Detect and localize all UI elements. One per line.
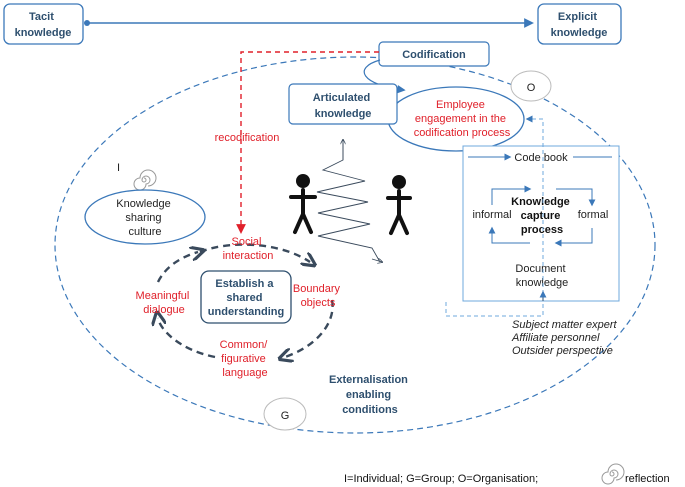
svg-text:Externalisation enabling: Externalisation enabling conditions xyxy=(329,374,411,416)
recodification-label: recodification xyxy=(215,132,280,144)
legend-reflection-label: reflection xyxy=(625,473,670,485)
center-line-1: Establish a xyxy=(215,278,274,290)
externalisation-line-3: conditions xyxy=(342,404,398,416)
externalisation-line-2: enabling xyxy=(346,389,391,401)
capture-feedback-link xyxy=(445,115,544,317)
codification-label: Codification xyxy=(402,49,466,61)
center-line-3: understanding xyxy=(208,306,284,318)
capture-line-2: capture xyxy=(521,210,561,222)
articulated-line-2: knowledge xyxy=(315,108,372,120)
center-line-2: shared xyxy=(226,292,262,304)
code-book-label: Code book xyxy=(514,152,568,164)
reflection-spiral-icon xyxy=(133,169,157,191)
boundary-line-2: objects xyxy=(301,297,336,309)
svg-text:Knowledge capture: Knowledge capture process xyxy=(511,196,573,236)
svg-text:Employee engagement in the: Employee engagement in the codification … xyxy=(414,99,511,139)
cycle-arrow-1 xyxy=(199,243,310,262)
tacit-knowledge-box: Tacit knowledge xyxy=(3,3,84,45)
recodification-arrow xyxy=(236,51,379,234)
svg-text:Establish a shared: Establish a shared understanding xyxy=(208,278,284,318)
dialogue-line-2: dialogue xyxy=(143,304,185,316)
knowledge-capture-panel: Code book informal formal Knowledge capt… xyxy=(462,145,620,302)
level-g: G xyxy=(281,410,290,422)
svg-text:Meaningful dialogue: Meaningful dialogue xyxy=(136,290,193,316)
svg-text:Common/ figurative lan: Common/ figurative language xyxy=(220,339,271,379)
person-figure-right xyxy=(386,175,412,235)
tacit-line-2: knowledge xyxy=(15,27,72,39)
svg-text:Explicit knowledge: Explicit knowledge xyxy=(551,11,608,39)
svg-text:Subject matter expert Affi: Subject matter expert Affiliate personne… xyxy=(511,319,620,357)
svg-text:Social interaction: Social interaction xyxy=(223,236,274,262)
social-line-2: interaction xyxy=(223,250,274,262)
employee-line-2: engagement in the xyxy=(415,113,506,125)
common-line-3: language xyxy=(222,367,267,379)
employee-line-1: Employee xyxy=(436,99,485,111)
cycle-arrow-2 xyxy=(285,299,334,357)
tacit-line-1: Tacit xyxy=(29,11,54,23)
organisation-boundary xyxy=(54,56,656,434)
capture-line-1: Knowledge xyxy=(511,196,570,208)
group-level-marker: G xyxy=(263,397,307,431)
explicit-knowledge-box: Explicit knowledge xyxy=(537,3,622,45)
document-line-2: knowledge xyxy=(516,277,569,289)
legend-reflection-icon xyxy=(601,463,625,485)
explicit-line-1: Explicit xyxy=(558,11,597,23)
legend-text: I=Individual; G=Group; O=Organisation; xyxy=(344,473,538,485)
shared-understanding-box: Establish a shared understanding xyxy=(200,270,292,324)
capture-line-3: process xyxy=(521,224,563,236)
externalisation-line-1: Externalisation xyxy=(329,374,408,386)
culture-line-2: sharing xyxy=(125,212,161,224)
employee-line-3: codification process xyxy=(414,127,511,139)
person-figure-left xyxy=(289,174,317,234)
zigzag-out-arrow xyxy=(371,259,382,262)
codification-box: Codification xyxy=(378,41,490,67)
svg-text:Articulated knowledge: Articulated knowledge xyxy=(313,92,374,120)
informal-label: informal xyxy=(472,209,511,221)
svg-text:Knowledge sharing cult: Knowledge sharing culture xyxy=(116,198,174,238)
svg-text:Document knowledge: Document knowledge xyxy=(515,263,568,289)
document-line-1: Document xyxy=(515,263,565,275)
role-3: Outsider perspective xyxy=(512,345,613,357)
culture-line-3: culture xyxy=(128,226,161,238)
social-line-1: Social xyxy=(231,236,261,248)
articulated-line-1: Articulated xyxy=(313,92,370,104)
knowledge-spiral-zigzag xyxy=(316,143,381,263)
boundary-line-1: Boundary xyxy=(293,283,341,295)
axis-start-dot xyxy=(84,20,90,26)
organisation-level-marker: O xyxy=(510,70,552,102)
svg-text:Tacit knowledge: Tacit knowledge xyxy=(15,11,72,39)
cycle-arrow-4 xyxy=(156,252,198,283)
common-line-1: Common/ xyxy=(220,339,269,351)
dialogue-line-1: Meaningful xyxy=(136,290,190,302)
role-2: Affiliate personnel xyxy=(511,332,600,344)
level-i: I xyxy=(117,162,120,174)
culture-line-1: Knowledge xyxy=(116,198,170,210)
common-line-2: figurative xyxy=(221,353,266,365)
role-1: Subject matter expert xyxy=(512,319,617,331)
knowledge-sharing-culture-ellipse xyxy=(84,189,206,245)
svg-text:Boundary objects: Boundary objects xyxy=(293,283,343,309)
cycle-arrow-3 xyxy=(158,318,216,359)
explicit-line-2: knowledge xyxy=(551,27,608,39)
formal-label: formal xyxy=(578,209,609,221)
articulated-knowledge-box: Articulated knowledge xyxy=(288,83,398,125)
level-o: O xyxy=(527,82,536,94)
